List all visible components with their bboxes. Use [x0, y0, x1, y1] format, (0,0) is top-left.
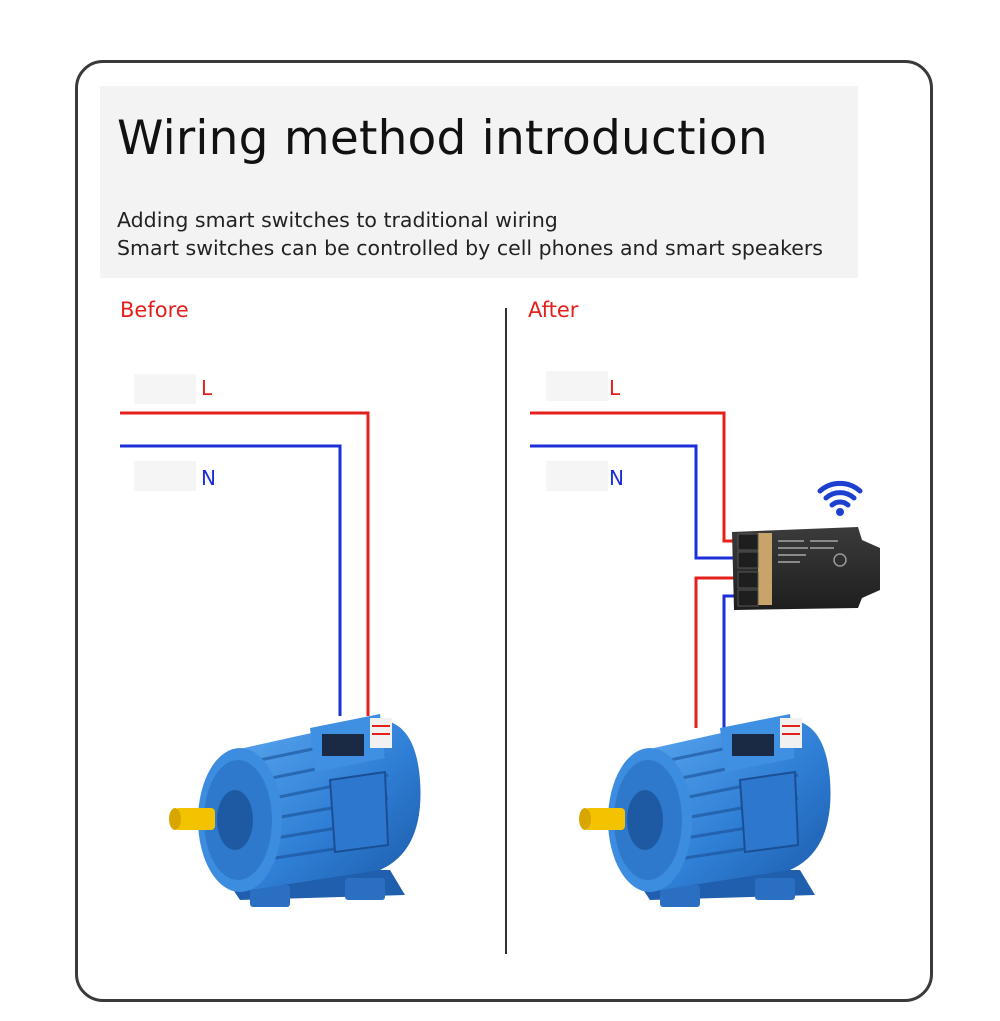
before-heading: Before [120, 298, 189, 322]
live-label-before: L [201, 376, 213, 400]
panel-divider [505, 308, 507, 954]
live-label-after: L [609, 376, 621, 400]
neutral-label-before: N [201, 466, 216, 490]
neutral-wire-in-after [530, 444, 742, 560]
neutral-label-after: N [609, 466, 624, 490]
live-tag-box-after [546, 371, 608, 401]
live-wire-before [120, 411, 370, 716]
page-title: Wiring method introduction [117, 111, 768, 166]
live-tag-box-before [134, 374, 196, 404]
neutral-wire-out-after [722, 594, 742, 728]
after-heading: After [528, 298, 579, 322]
electric-motor-icon [167, 712, 422, 909]
header-panel [100, 86, 858, 278]
wifi-signal-icon [817, 480, 863, 516]
subtitle-line-1: Adding smart switches to traditional wir… [117, 208, 558, 232]
smart-switch-module-icon [732, 527, 880, 610]
electric-motor-icon [577, 712, 832, 909]
live-wire-in-after [530, 411, 742, 543]
neutral-wire-before [120, 444, 342, 716]
neutral-tag-box-after [546, 461, 608, 491]
live-wire-out-after [694, 576, 742, 728]
subtitle-line-2: Smart switches can be controlled by cell… [117, 236, 823, 260]
neutral-tag-box-before [134, 461, 196, 491]
